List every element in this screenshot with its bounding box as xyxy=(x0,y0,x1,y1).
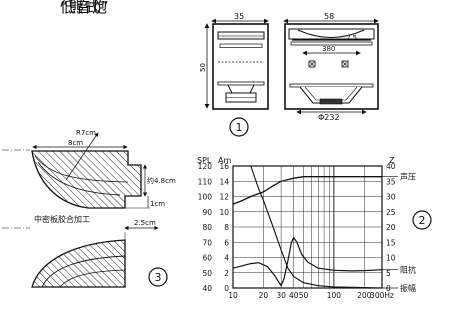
radius-label: R7cm xyxy=(76,129,96,137)
spl-axis-title: SPL xyxy=(197,156,212,165)
x-tick-label: 200 xyxy=(357,291,372,300)
spl-tick-label: 50 xyxy=(202,269,212,278)
z-tick-label: 20 xyxy=(386,223,396,232)
x-tick-label: 50 xyxy=(299,291,309,300)
z-tick-label: 5 xyxy=(386,269,391,278)
series-name-label: 阻抗 xyxy=(400,265,416,275)
z-tick-label: 35 xyxy=(386,177,396,186)
am-tick-label: 14 xyxy=(219,177,229,186)
z-axis-title: Z xyxy=(389,156,395,165)
am-tick-label: 8 xyxy=(224,223,229,232)
x-tick-label: 100 xyxy=(327,291,342,300)
x-tick-label: 20 xyxy=(259,291,269,300)
series-line xyxy=(250,165,383,289)
spl-tick-label: 110 xyxy=(198,177,213,186)
spl-tick-label: 60 xyxy=(202,254,212,263)
cabinet-drawing: 35 50 58 2.5 380 xyxy=(199,12,379,137)
brace-block-right xyxy=(341,60,349,68)
z-tick-label: 30 xyxy=(386,193,396,202)
figure-2-marker: 2 xyxy=(412,210,432,230)
woofer-driver xyxy=(299,86,363,105)
z-tick-label: 25 xyxy=(386,208,396,217)
thickness-label: 约4.8cm xyxy=(147,176,176,185)
series-line xyxy=(232,176,382,205)
am-tick-label: 10 xyxy=(219,208,229,217)
spl-tick-label: 100 xyxy=(198,193,213,202)
z-tick-label: 40 xyxy=(386,162,396,171)
am-tick-label: 6 xyxy=(224,238,229,247)
spl-tick-label: 40 xyxy=(202,284,212,293)
figure-1-number: 1 xyxy=(236,121,243,134)
am-tick-label: 4 xyxy=(224,254,229,263)
am-tick-label: 12 xyxy=(219,193,229,202)
figure-1-marker: 1 xyxy=(229,117,249,137)
am-tick-label: 0 xyxy=(224,284,229,293)
spl-tick-label: 80 xyxy=(202,223,212,232)
x-tick-label: 300Hz xyxy=(370,291,394,300)
cabinet-side-view: 35 50 xyxy=(199,12,269,110)
front-width-label: 58 xyxy=(324,12,334,21)
chart-series xyxy=(232,165,383,289)
figure-3-marker: 3 xyxy=(148,267,168,287)
am-tick-label: 16 xyxy=(219,162,229,171)
series-name-label: 振幅 xyxy=(400,283,416,293)
panel-cross-section: 8cm R7cm 约4.8cm 1cm 中密板胶合加工 2.5cm 3 xyxy=(2,129,176,288)
x-tick-label: 10 xyxy=(228,291,238,300)
spl-tick-label: 120 xyxy=(198,162,213,171)
cabinet-front-view: 58 2.5 380 Φ232 xyxy=(283,12,379,122)
spl-tick-label: 90 xyxy=(202,208,212,217)
am-axis-title: Am xyxy=(218,156,231,165)
brace-block-left xyxy=(308,60,316,68)
z-tick-label: 10 xyxy=(386,254,396,263)
series-line xyxy=(232,236,383,287)
z-tick-label: 0 xyxy=(386,284,391,293)
side-width-label: 35 xyxy=(234,12,244,21)
spl-tick-label: 70 xyxy=(202,238,212,247)
chart-grid xyxy=(233,166,382,288)
x-tick-label: 30 xyxy=(276,291,286,300)
figure-2-number: 2 xyxy=(419,214,426,227)
z-tick-label: 15 xyxy=(386,238,396,247)
lower-section xyxy=(31,232,126,288)
port-gap-label: 2.5 xyxy=(346,34,357,42)
port-width-label: 380 xyxy=(322,45,335,53)
am-tick-label: 2 xyxy=(224,269,229,278)
width-8cm-label: 8cm xyxy=(68,139,83,147)
series-name-label: 声压 xyxy=(400,172,416,182)
upper-section: 8cm R7cm 约4.8cm 1cm xyxy=(2,129,176,209)
gap-label: 2.5cm xyxy=(134,219,156,227)
title-line-2: 低音炮 xyxy=(60,0,109,16)
figure-3-number: 3 xyxy=(155,271,162,284)
x-tick-label: 40 xyxy=(289,291,299,300)
driver-size-label: Φ232 xyxy=(318,113,340,122)
title-line-1: “熊式” xyxy=(60,0,110,16)
step-label: 1cm xyxy=(150,200,165,208)
height-label: 50 xyxy=(199,63,207,72)
material-label: 中密板胶合加工 xyxy=(34,214,90,224)
